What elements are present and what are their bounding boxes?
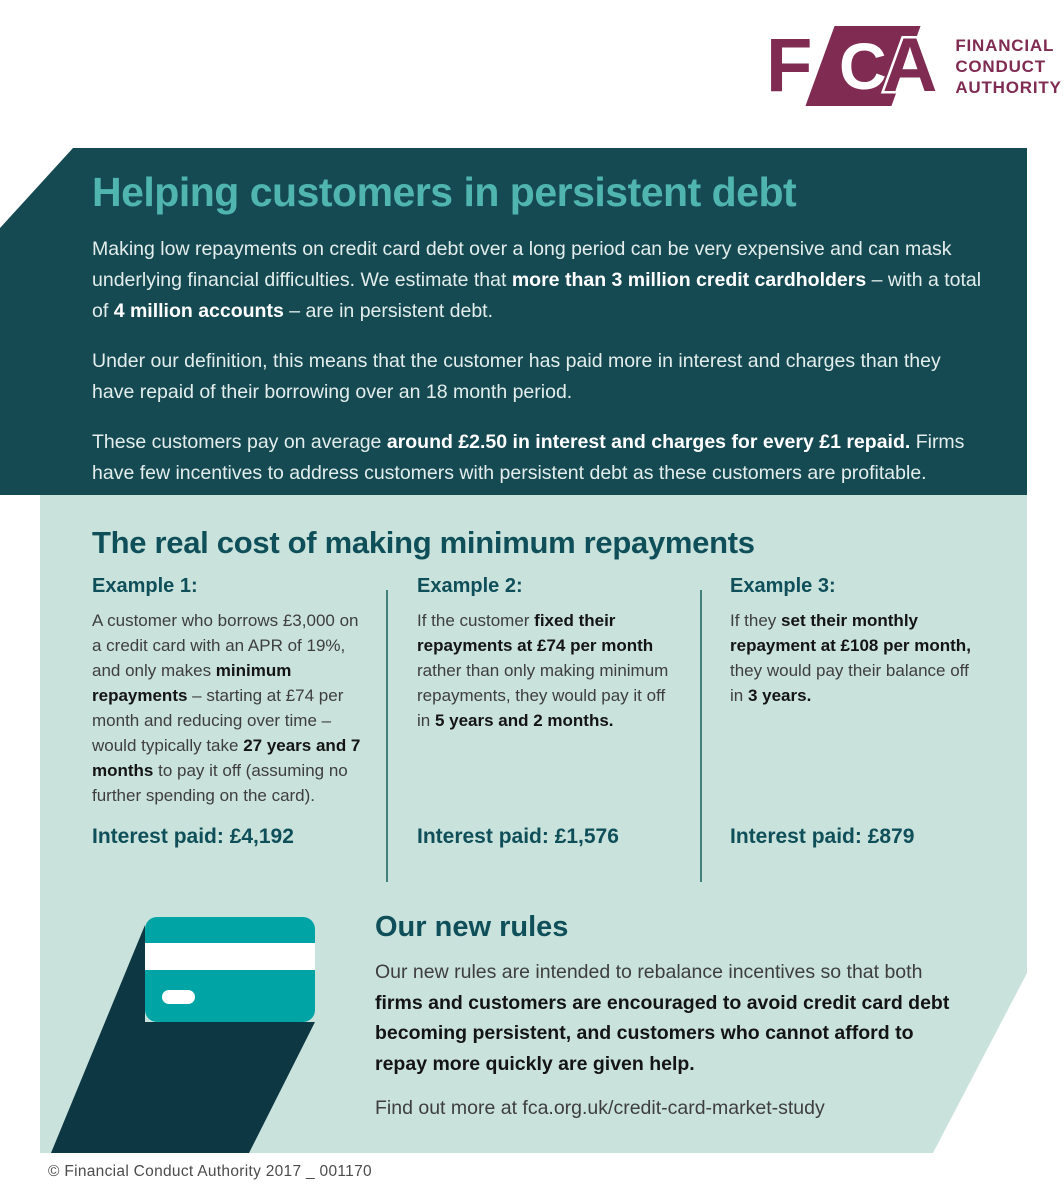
header-paragraph-3: These customers pay on average around £2… <box>92 431 965 485</box>
example-2-column: Example 2: If the customer fixed their r… <box>417 575 679 733</box>
credit-card-stripe <box>145 943 315 970</box>
example-3-column: Example 3: If they set their monthly rep… <box>730 575 982 708</box>
example-3-interest-paid: Interest paid: £879 <box>730 825 915 848</box>
header-paragraph-1: Making low repayments on credit card deb… <box>92 238 982 323</box>
fca-logo: F C A FINANCIAL CONDUCT AUTHORITY <box>766 23 1062 108</box>
fca-letter-c: C <box>839 29 888 103</box>
credit-card-icon <box>145 917 315 1022</box>
page-title: Helping customers in persistent debt <box>92 169 797 215</box>
example-3-label: Example 3: <box>730 575 836 597</box>
fca-wordmark-line2: CONDUCT <box>955 56 1046 76</box>
example-1-body: A customer who borrows £3,000 on a credi… <box>92 611 361 805</box>
fca-letter-a: A <box>880 23 940 108</box>
rules-section-body: Our new rules are intended to rebalance … <box>375 961 950 1075</box>
rules-section-heading: Our new rules <box>375 911 569 943</box>
column-divider-2 <box>700 590 702 882</box>
column-divider-1 <box>386 590 388 882</box>
example-2-label: Example 2: <box>417 575 523 597</box>
header-band: Helping customers in persistent debt Mak… <box>0 148 1027 495</box>
fca-wordmark-line1: FINANCIAL <box>955 35 1055 55</box>
credit-card-signature-pill <box>162 990 195 1004</box>
fca-wordmark-line3: AUTHORITY <box>955 77 1062 97</box>
example-2-body: If the customer fixed their repayments a… <box>417 611 669 730</box>
content-panel: The real cost of making minimum repaymen… <box>40 495 1027 1153</box>
find-out-more-line: Find out more at fca.org.uk/credit-card-… <box>375 1097 825 1119</box>
fca-letter-f: F <box>766 23 812 108</box>
example-1-label: Example 1: <box>92 575 198 597</box>
header-paragraph-2: Under our definition, this means that th… <box>92 350 941 404</box>
fca-wordmark: FINANCIAL CONDUCT AUTHORITY <box>955 35 1061 98</box>
copyright-footer: © Financial Conduct Authority 2017 _ 001… <box>48 1163 372 1180</box>
fca-logo-glyphs: F C A <box>766 23 940 108</box>
example-3-body: If they set their monthly repayment at £… <box>730 611 971 705</box>
header-content: Helping customers in persistent debt Mak… <box>0 148 1027 489</box>
example-1-interest-paid: Interest paid: £4,192 <box>92 825 294 848</box>
example-1-column: Example 1: A customer who borrows £3,000… <box>92 575 362 808</box>
example-2-interest-paid: Interest paid: £1,576 <box>417 825 619 848</box>
cost-section-heading: The real cost of making minimum repaymen… <box>92 525 755 560</box>
